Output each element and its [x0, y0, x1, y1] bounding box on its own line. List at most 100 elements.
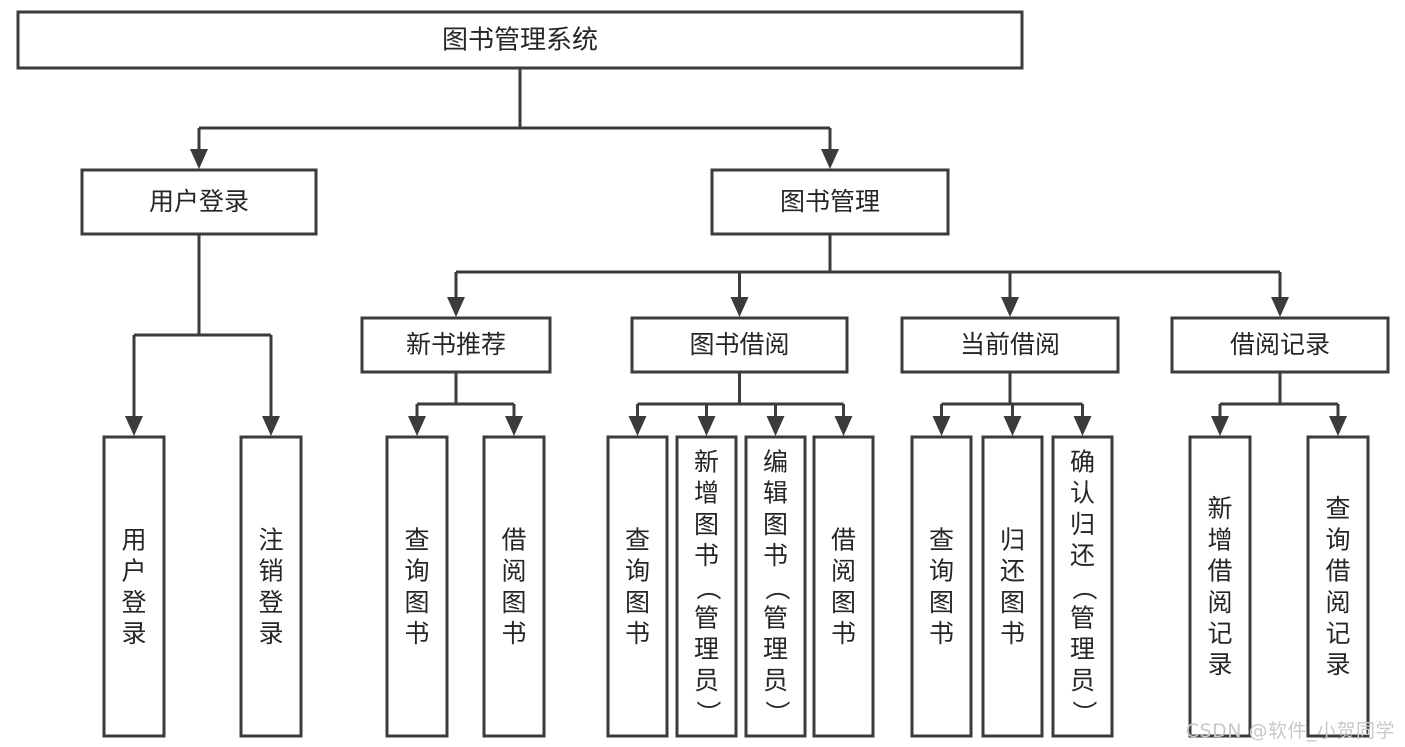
leaf-node-query-book-rec-char-0: 查	[404, 525, 429, 554]
arrow-head-icon	[1003, 416, 1022, 436]
leaf-node-query-borrow-record-char-0: 查	[1325, 494, 1350, 523]
leaf-node-add-book-admin-char-2: 图	[694, 510, 719, 539]
level2-node-current-borrow-label: 当前借阅	[960, 330, 1060, 359]
level1-node-book-manage[interactable]: 图书管理	[710, 168, 950, 236]
level1-node-user-login[interactable]: 用户登录	[80, 168, 318, 236]
leaf-node-edit-book-admin-char-7: 员	[763, 666, 788, 695]
level2-node-current-borrow-rect	[900, 316, 1120, 374]
leaf-node-query-book-cur-char-3: 书	[929, 619, 954, 648]
level1-node-book-manage-rect	[710, 168, 950, 236]
leaf-node-confirm-return-char-7: 员	[1070, 666, 1095, 695]
leaf-node-add-borrow-record-char-2: 借	[1207, 557, 1232, 586]
arrow-head-icon	[190, 149, 208, 169]
leaf-node-add-book-admin-rect	[675, 435, 738, 738]
leaf-node-query-book-cur-char-1: 询	[929, 557, 954, 586]
leaf-node-edit-book-admin-char-2: 图	[763, 510, 788, 539]
leaf-node-add-borrow-record-char-5: 录	[1207, 650, 1232, 679]
leaf-node-user-login-char-2: 登	[121, 588, 146, 617]
leaf-node-confirm-return-char-6: 理	[1070, 635, 1095, 664]
arrow-head-icon	[766, 416, 785, 436]
level2-node-borrow-record[interactable]: 借阅记录	[1170, 316, 1390, 374]
leaf-node-borrow-book-rec-rect	[482, 435, 546, 738]
leaf-node-query-book-bor-char-2: 图	[625, 588, 650, 617]
leaf-node-confirm-return-char-1: 认	[1070, 479, 1095, 508]
leaf-node-query-book-rec-char-3: 书	[404, 619, 429, 648]
leaf-node-borrow-book-rec-char-3: 书	[501, 619, 526, 648]
leaf-node-query-book-bor-rect	[606, 435, 669, 738]
level2-node-borrow-record-label: 借阅记录	[1230, 330, 1330, 359]
leaf-node-edit-book-admin-char-4: （	[762, 576, 791, 601]
leaf-node-edit-book-admin-char-6: 理	[763, 635, 788, 664]
leaf-node-query-borrow-record-rect	[1306, 435, 1370, 738]
leaf-node-query-book-bor-char-3: 书	[625, 619, 650, 648]
leaf-node-return-book-char-3: 书	[1000, 619, 1025, 648]
arrow-head-icon	[262, 416, 280, 436]
leaf-node-return-book-char-2: 图	[1000, 588, 1025, 617]
level2-node-new-book-rec[interactable]: 新书推荐	[360, 316, 552, 374]
arrow-head-icon	[932, 416, 951, 436]
arrow-head-icon	[505, 416, 523, 436]
arrow-head-icon	[1271, 297, 1289, 317]
arrow-head-icon	[125, 416, 143, 436]
arrow-head-icon	[408, 416, 426, 436]
leaf-node-borrow-book-bor-rect	[812, 435, 875, 738]
leaf-node-add-book-admin-char-5: 管	[694, 603, 719, 632]
leaf-node-user-login-char-1: 户	[121, 557, 146, 586]
leaf-node-borrow-book-bor-char-3: 书	[831, 619, 856, 648]
leaf-node-confirm-return-char-0: 确	[1070, 447, 1095, 476]
leaf-node-edit-book-admin-char-1: 辑	[763, 479, 788, 508]
leaf-node-add-book-admin-char-4: （	[693, 576, 722, 601]
leaf-node-user-login[interactable]: 用户登录	[102, 435, 166, 738]
level2-node-current-borrow[interactable]: 当前借阅	[900, 316, 1120, 374]
arrow-head-icon	[1329, 416, 1347, 436]
leaf-node-query-book-rec-char-1: 询	[404, 557, 429, 586]
arrow-head-icon	[628, 416, 647, 436]
leaf-node-borrow-book-rec-char-2: 图	[501, 588, 526, 617]
arrow-head-icon	[1001, 297, 1019, 317]
arrow-head-icon	[1211, 416, 1229, 436]
root-node-book-management-system[interactable]: 图书管理系统	[16, 10, 1024, 70]
leaf-node-return-book-char-1: 还	[1000, 557, 1025, 586]
leaf-node-query-borrow-record-char-1: 询	[1325, 525, 1350, 554]
arrow-head-icon	[834, 416, 853, 436]
arrow-head-icon	[447, 297, 465, 317]
leaf-node-confirm-return-char-5: 管	[1070, 603, 1095, 632]
leaf-node-query-book-cur-char-2: 图	[929, 588, 954, 617]
leaf-node-query-borrow-record-char-3: 阅	[1325, 588, 1350, 617]
leaf-node-query-book-bor-char-1: 询	[625, 557, 650, 586]
watermark-label: CSDN @软件_小贺同学	[1185, 720, 1395, 742]
leaf-node-borrow-book-bor-char-1: 阅	[831, 557, 856, 586]
leaf-node-confirm-return-char-3: 还	[1070, 541, 1095, 570]
level2-node-book-borrow-rect	[630, 316, 849, 374]
leaf-node-user-login-rect	[102, 435, 166, 738]
leaf-node-confirm-return-char-4: （	[1069, 576, 1098, 601]
leaf-node-add-borrow-record-char-3: 阅	[1207, 588, 1232, 617]
leaf-node-query-borrow-record-char-2: 借	[1325, 557, 1350, 586]
level2-node-book-borrow[interactable]: 图书借阅	[630, 316, 849, 374]
leaf-node-add-borrow-record-char-1: 增	[1207, 525, 1232, 554]
leaf-node-add-book-admin-char-3: 书	[694, 541, 719, 570]
leaf-node-edit-book-admin-char-0: 编	[763, 447, 788, 476]
level2-node-new-book-rec-label: 新书推荐	[406, 330, 506, 359]
leaf-node-add-borrow-record-char-4: 记	[1207, 619, 1232, 648]
leaf-node-borrow-book-bor-char-0: 借	[831, 525, 856, 554]
leaf-node-add-book-admin-char-6: 理	[694, 635, 719, 664]
leaf-node-add-book-admin-char-1: 增	[694, 479, 719, 508]
level2-node-new-book-rec-rect	[360, 316, 552, 374]
arrow-head-icon	[821, 149, 839, 169]
leaf-node-add-borrow-record-char-0: 新	[1207, 494, 1232, 523]
leaf-node-query-book-cur-char-0: 查	[929, 525, 954, 554]
